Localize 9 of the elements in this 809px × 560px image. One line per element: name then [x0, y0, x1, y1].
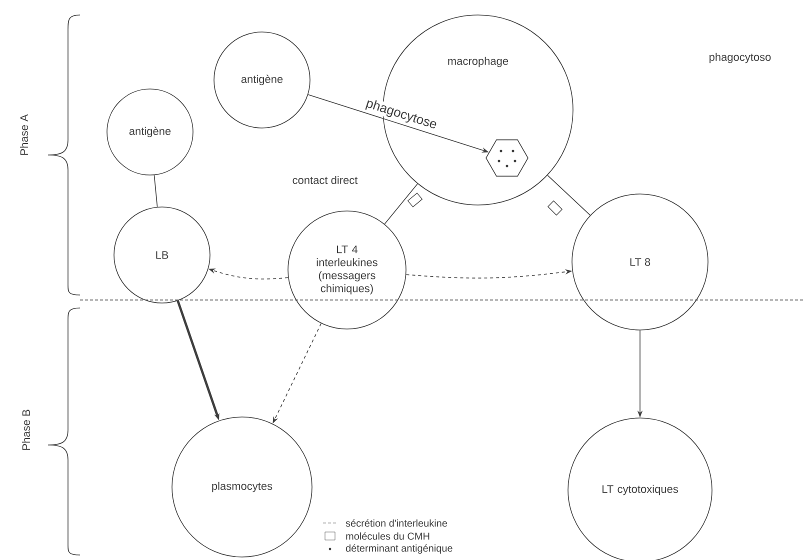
annotation: contact direct [292, 176, 358, 184]
legend-text: déterminant antigénique [346, 544, 452, 554]
legend-text: molécules du CMH [346, 532, 430, 540]
legend-text: sécrétion d'interleukine [346, 519, 448, 527]
phase-label: Phase B [22, 410, 30, 450]
annotation: phagocytoso [710, 52, 771, 64]
vacuole-drawing [486, 139, 528, 177]
cell-label: macrophage [448, 56, 508, 68]
phase-label: Phase A [20, 114, 28, 155]
